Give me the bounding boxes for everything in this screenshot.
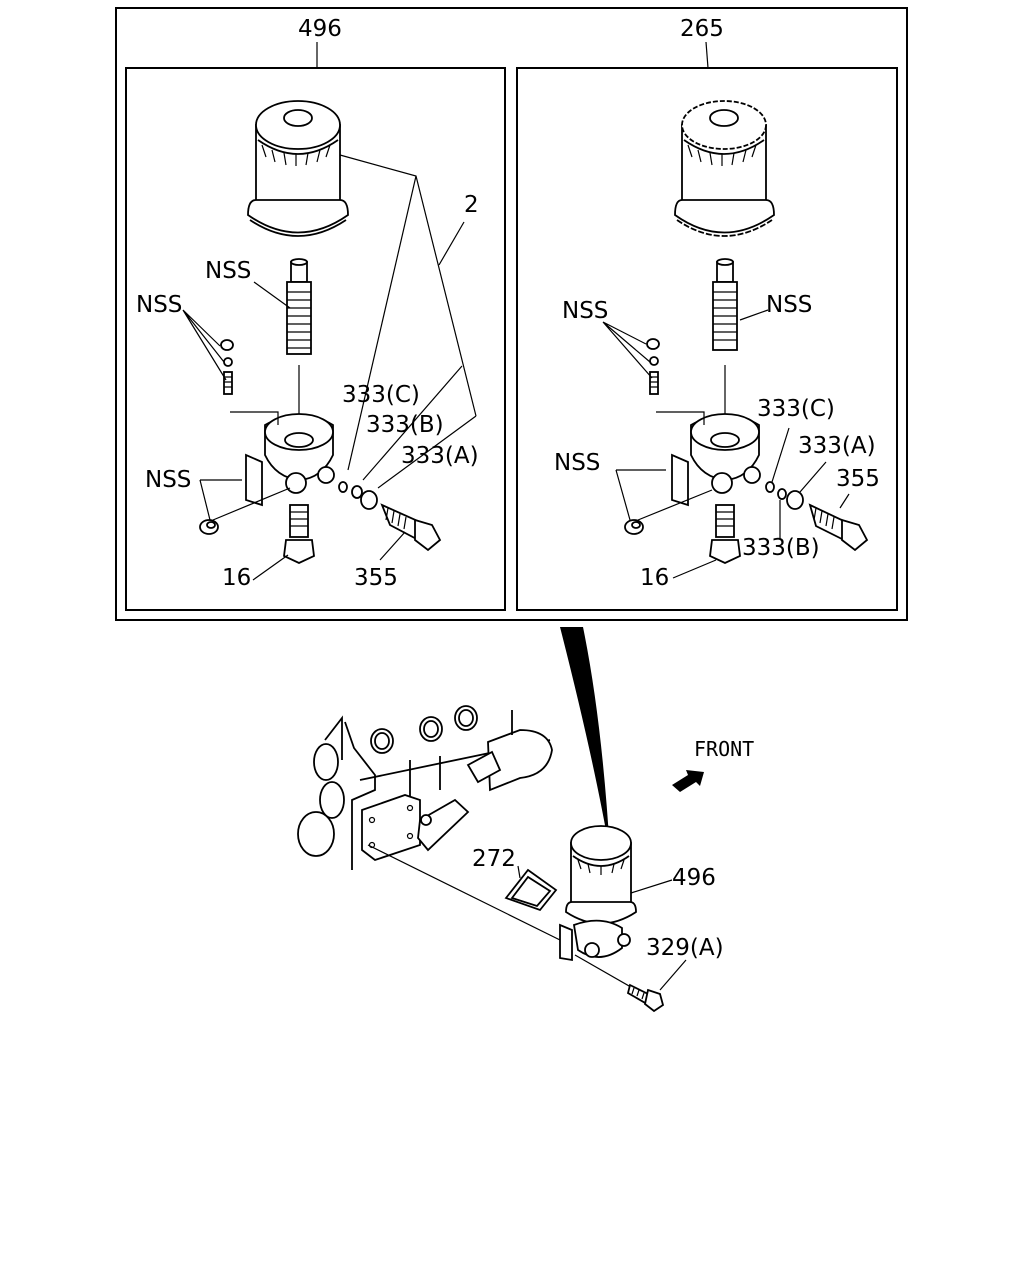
right-center-stud [712,258,738,420]
front-direction-arrow [672,770,704,792]
left-panel-frame [125,67,506,611]
right-label-bolt: 355 [836,466,880,492]
left-label-nss-nut: NSS [145,467,191,493]
left-label-nss-stud: NSS [205,258,251,284]
mount-bolt-label: 329(A) [646,935,724,961]
left-label-fitting: 16 [222,565,251,591]
left-orings [338,481,378,510]
left-filter-head [230,411,335,507]
right-label-oring-c: 333(C) [757,396,835,422]
right-label-nss-plugs: NSS [562,298,608,324]
callout-pointer [560,627,610,853]
left-center-stud [286,258,312,420]
right-label-nss-stud: NSS [766,292,812,318]
right-banjo-bolt [808,503,869,552]
left-fitting [283,504,315,564]
installed-filter-label: 496 [672,865,716,891]
left-label-oring-c: 333(C) [342,382,420,408]
right-small-plugs [646,338,660,395]
right-oil-filter [674,100,775,237]
left-plug-nut [199,519,219,535]
left-banjo-bolt [380,503,442,552]
right-plug-nut [624,519,644,535]
installed-oil-filter [559,825,637,962]
right-panel-header: 265 [680,16,724,42]
front-direction-label: FRONT [694,737,754,761]
right-label-oring-b: 333(B) [742,535,820,561]
left-label-bolt: 355 [354,565,398,591]
mount-bolt-329 [574,954,665,1013]
gasket-272 [504,865,558,912]
gasket-label: 272 [472,846,516,872]
left-label-nss-plugs: NSS [136,292,182,318]
left-small-plugs [220,339,234,395]
right-orings [765,481,804,510]
left-oil-filter [247,100,349,237]
right-fitting [709,504,741,564]
left-label-oring-b: 333(B) [366,412,444,438]
right-filter-head [656,411,761,507]
right-panel-frame [516,67,898,611]
right-label-fitting: 16 [640,565,669,591]
left-panel-header: 496 [298,16,342,42]
outer-frame [115,7,908,621]
left-label-filter-group: 2 [464,192,479,218]
right-label-oring-a: 333(A) [798,433,876,459]
right-label-nss-nut: NSS [554,450,600,476]
engine-block-outline [297,705,561,941]
left-label-oring-a: 333(A) [401,443,479,469]
